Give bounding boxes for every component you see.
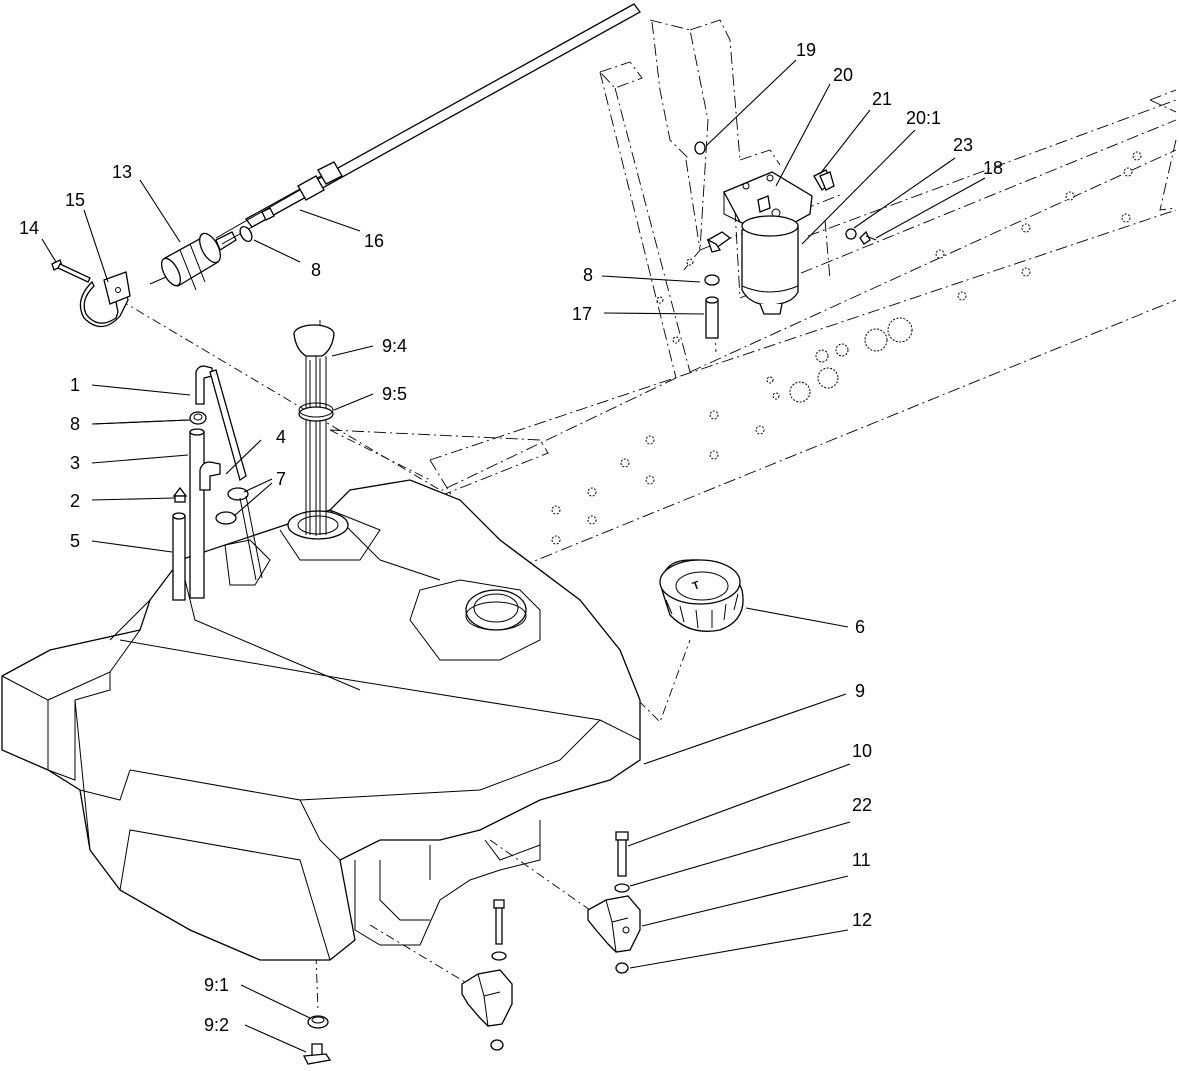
callout-7: 7: [276, 469, 286, 489]
callout-15: 15: [65, 190, 85, 210]
mount-bolt: [491, 899, 507, 961]
fuel-sender-9-4: [293, 324, 335, 536]
callout-labels: 1 2 3 4 5 6 7 8 8 8 9 9:1 9:2 9:4 9:5 10…: [19, 40, 1003, 1035]
elbow-fitting: [706, 231, 732, 253]
callout-21: 21: [872, 89, 892, 109]
mount-bracket-11: [587, 895, 641, 953]
callout-8-hose-clamp: 8: [70, 414, 80, 434]
fuel-line-clamp-8: [239, 225, 253, 243]
callout-6: 6: [855, 617, 865, 637]
screw-18: [859, 230, 877, 245]
bolt-19: [694, 141, 706, 155]
sender-rod: [245, 3, 641, 228]
plug-2: [172, 486, 188, 503]
callout-20: 20: [833, 65, 853, 85]
mount-nut: [490, 1039, 504, 1051]
drain-clamp-9-1: [307, 1015, 329, 1029]
callout-9-5: 9:5: [382, 384, 407, 404]
hose-clamp-8: [704, 274, 720, 286]
fuel-hose-17: [705, 296, 719, 339]
callout-16: 16: [364, 231, 384, 251]
washer-22: [614, 883, 630, 893]
callout-1: 1: [70, 375, 80, 395]
callout-9-4: 9:4: [382, 336, 407, 356]
grommet-7: [215, 487, 263, 581]
callout-13: 13: [112, 162, 132, 182]
callout-12: 12: [852, 910, 872, 930]
screw-14: [51, 259, 91, 283]
callout-3: 3: [70, 453, 80, 473]
callout-19: 19: [796, 40, 816, 60]
callout-9-1: 9:1: [204, 975, 229, 995]
hose-fitting-4: [199, 369, 247, 491]
grommet-9-5: [298, 402, 334, 422]
callout-2: 2: [70, 491, 80, 511]
fuel-pump: [149, 161, 343, 291]
pump-bracket: [79, 271, 131, 328]
hose-clamp-8: [189, 411, 207, 425]
svg-text:T: T: [691, 579, 702, 593]
leader-lines: [41, 59, 986, 1053]
fuel-tank: [1, 479, 641, 961]
nut-12: [615, 962, 629, 974]
elbow-fitting-21: [813, 169, 835, 191]
callout-17: 17: [572, 304, 592, 324]
callout-5: 5: [70, 531, 80, 551]
callout-10: 10: [852, 741, 872, 761]
callout-22: 22: [852, 795, 872, 815]
frame-rail: [329, 19, 1177, 576]
callout-9-2: 9:2: [204, 1015, 229, 1035]
callout-8-pump-clamp: 8: [311, 260, 321, 280]
mount-bracket: [461, 969, 513, 1027]
callout-18: 18: [983, 158, 1003, 178]
callout-11: 11: [852, 850, 871, 870]
callout-20-1: 20:1: [906, 108, 941, 128]
fuel-cap: T: [659, 559, 744, 632]
fuel-hose-5: [172, 512, 186, 601]
callout-23: 23: [953, 135, 973, 155]
fuel-hose-3: [189, 428, 205, 599]
bolt-10: [615, 831, 629, 877]
fuel-filter-20-1: [741, 195, 799, 315]
hose-fitting-1: [195, 365, 213, 405]
callout-4: 4: [276, 427, 286, 447]
washer-23: [845, 228, 857, 240]
callout-14: 14: [19, 218, 39, 238]
callout-9: 9: [855, 681, 865, 701]
callout-8-filter-clamp: 8: [583, 265, 593, 285]
drain-valve-9-2: [302, 1043, 332, 1065]
